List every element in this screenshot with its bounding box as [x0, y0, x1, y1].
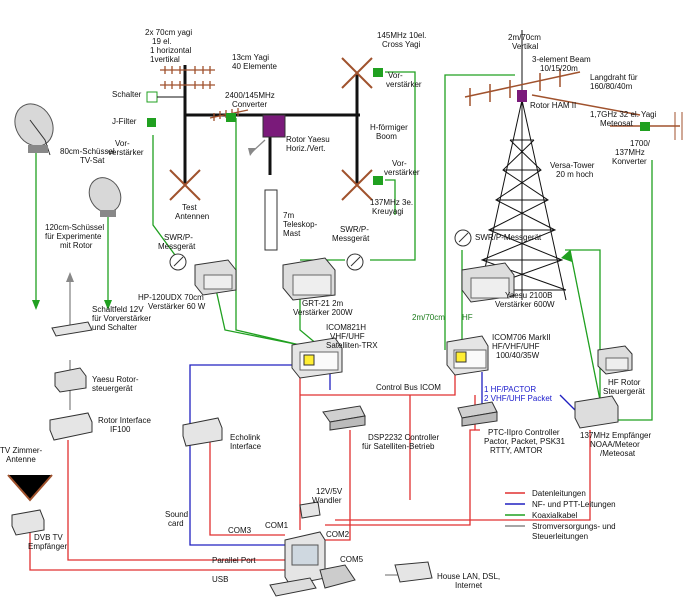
device-pc [269, 531, 356, 597]
device-icom706 [446, 335, 489, 376]
label-jfilter: J-Filter [112, 117, 137, 126]
versa-tower [477, 30, 567, 301]
label-house-lan: House LAN, DSL,Internet [437, 572, 500, 590]
device-yaesu-rotor [54, 367, 87, 393]
jfilter-box [147, 118, 156, 127]
label-swr-mid: SWR/P-Messgerät [332, 225, 370, 243]
legend-label-coax: Koaxialkabel [532, 511, 578, 520]
legend: Datenleitungen NF- und PTT-Leitungen Koa… [505, 489, 616, 541]
device-icom821 [291, 337, 343, 379]
legend-label-power: Stromversorgungs- und [532, 522, 616, 531]
cross-antennas [7, 57, 373, 502]
device-rotor-interface [49, 412, 93, 441]
rotor-ham [517, 90, 527, 102]
conv-1700-box [640, 122, 650, 131]
label-tv-antenne: TV Zimmer-Antenne [0, 446, 43, 464]
label-com3: COM3 [228, 526, 252, 535]
label-yaesu-rotor: Yaesu Rotor-steuergerät [92, 375, 139, 393]
audio-lines [189, 364, 576, 546]
rotor-yaesu [262, 114, 286, 138]
device-yaesu2100 [461, 262, 515, 303]
label-rotor-ham: Rotor HAM II [530, 101, 576, 110]
device-hp120 [194, 259, 237, 296]
preamp-box-top [373, 68, 383, 77]
label-swr-right: SWR/P-Messgerät [475, 233, 542, 242]
label-vorverstaerker-left: Vor-verstärker [108, 139, 144, 157]
label-control-bus: Control Bus ICOM [376, 383, 441, 392]
legend-label-power-2: Steuerleitungen [532, 532, 588, 541]
label-vorverstaerker-top: Vor-verstärker [386, 71, 422, 89]
swr-meters [169, 229, 472, 271]
label-vorverstaerker-mid: Vor-verstärker [384, 159, 420, 177]
device-schaltfeld [51, 321, 93, 337]
label-com2: COM2 [326, 530, 350, 539]
converter-box [226, 113, 236, 122]
device-echolink [182, 417, 223, 447]
device-wandler [299, 501, 321, 519]
label-parallel: Parallel Port [212, 556, 256, 565]
label-usb: USB [212, 575, 228, 584]
device-emp137 [574, 395, 619, 429]
legend-label-audio: NF- und PTT-Leitungen [532, 500, 616, 509]
label-schalter: Schalter [112, 90, 142, 99]
dish-80 [14, 103, 54, 156]
label-com1: COM1 [265, 521, 289, 530]
device-lan [394, 561, 433, 583]
device-hf-rotor [597, 345, 633, 375]
device-dvb [11, 509, 45, 536]
device-grt21 [282, 257, 336, 301]
device-ptc [457, 401, 498, 427]
label-kreuyagi: 137MHz 3e.Kreuyagi [370, 198, 413, 216]
label-swr-left: SWR/P-Messgerät [158, 233, 196, 251]
device-dsp2232 [322, 405, 366, 431]
dish-120 [88, 177, 122, 217]
label-hf: HF [462, 313, 473, 322]
preamp-box-mid [373, 176, 383, 185]
label-com5: COM5 [340, 555, 364, 564]
label-2m70: 2m/70cm [412, 313, 445, 322]
legend-label-data: Datenleitungen [532, 489, 586, 498]
label-cross-yagi: 145MHz 10el.Cross Yagi [377, 31, 426, 49]
yagi-elements [160, 66, 249, 121]
coax-arrows [32, 250, 572, 310]
schalter-box [146, 91, 158, 103]
teleskop-mast [264, 189, 278, 251]
